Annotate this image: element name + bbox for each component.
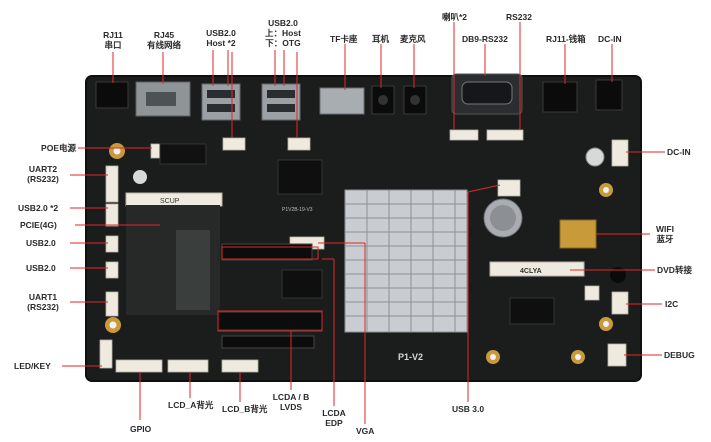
label-dc-in-top: DC-IN (598, 34, 622, 44)
label-led-key: LED/KEY (14, 361, 51, 371)
callout-boxes (217, 246, 323, 332)
label-usb30: USB 3.0 (452, 404, 485, 414)
dvd-slot (489, 261, 585, 277)
label-db9-rs232: DB9-RS232 (462, 34, 508, 44)
pcie-slot (125, 192, 223, 315)
rj11-serial-jack (95, 81, 129, 109)
top-connectors (95, 73, 623, 121)
label-dvd-conv: DVD转接 (657, 265, 692, 275)
label-rj11-cashbox: RJ11-钱箱 (546, 34, 586, 44)
slot-mark: 4CLYA (520, 268, 542, 275)
label-uart2: UART2(RS232) (27, 164, 59, 184)
label-i2c: I2C (665, 299, 679, 309)
label-lcd-a-backlight: LCD_A背光 (168, 400, 214, 410)
label-lcd-b-backlight: LCD_B背光 (222, 404, 268, 414)
label-speaker2: 喇叭*2 (442, 12, 468, 22)
label-earphone: 耳机 (372, 34, 390, 44)
label-poe-power: POE电源 (41, 143, 76, 153)
label-usb20-1: USB2.0 (26, 238, 56, 248)
label-tf-card: TF卡座 (330, 34, 358, 44)
label-gpio: GPIO (130, 424, 152, 434)
wifi-module (559, 219, 597, 249)
usb-host-otg-jack (261, 83, 301, 121)
label-vga: VGA (356, 426, 375, 436)
pcie-mark: SCUP (160, 198, 180, 205)
board-model: P1-V2 (398, 352, 423, 362)
label-microphone: 麦克风 (400, 34, 426, 44)
rj11-cashbox-jack (542, 81, 578, 113)
label-debug: DEBUG (664, 350, 695, 360)
dc-in-jack (595, 79, 623, 111)
chip-mark: P1V2B-19-V3 (282, 207, 313, 213)
label-usb20-x2: USB2.0 *2 (18, 203, 59, 213)
label-pcie-4g: PCIE(4G) (20, 220, 57, 230)
label-usb20-2: USB2.0 (26, 263, 56, 273)
heatsink (344, 189, 468, 333)
tf-card-slot (319, 87, 365, 115)
leader-lines (62, 22, 665, 424)
label-dc-in-right: DC-IN (667, 147, 691, 157)
label-uart1: UART1(RS232) (27, 292, 59, 312)
label-rs232-top: RS232 (506, 12, 532, 22)
usb-host-x2-jack (201, 83, 241, 121)
